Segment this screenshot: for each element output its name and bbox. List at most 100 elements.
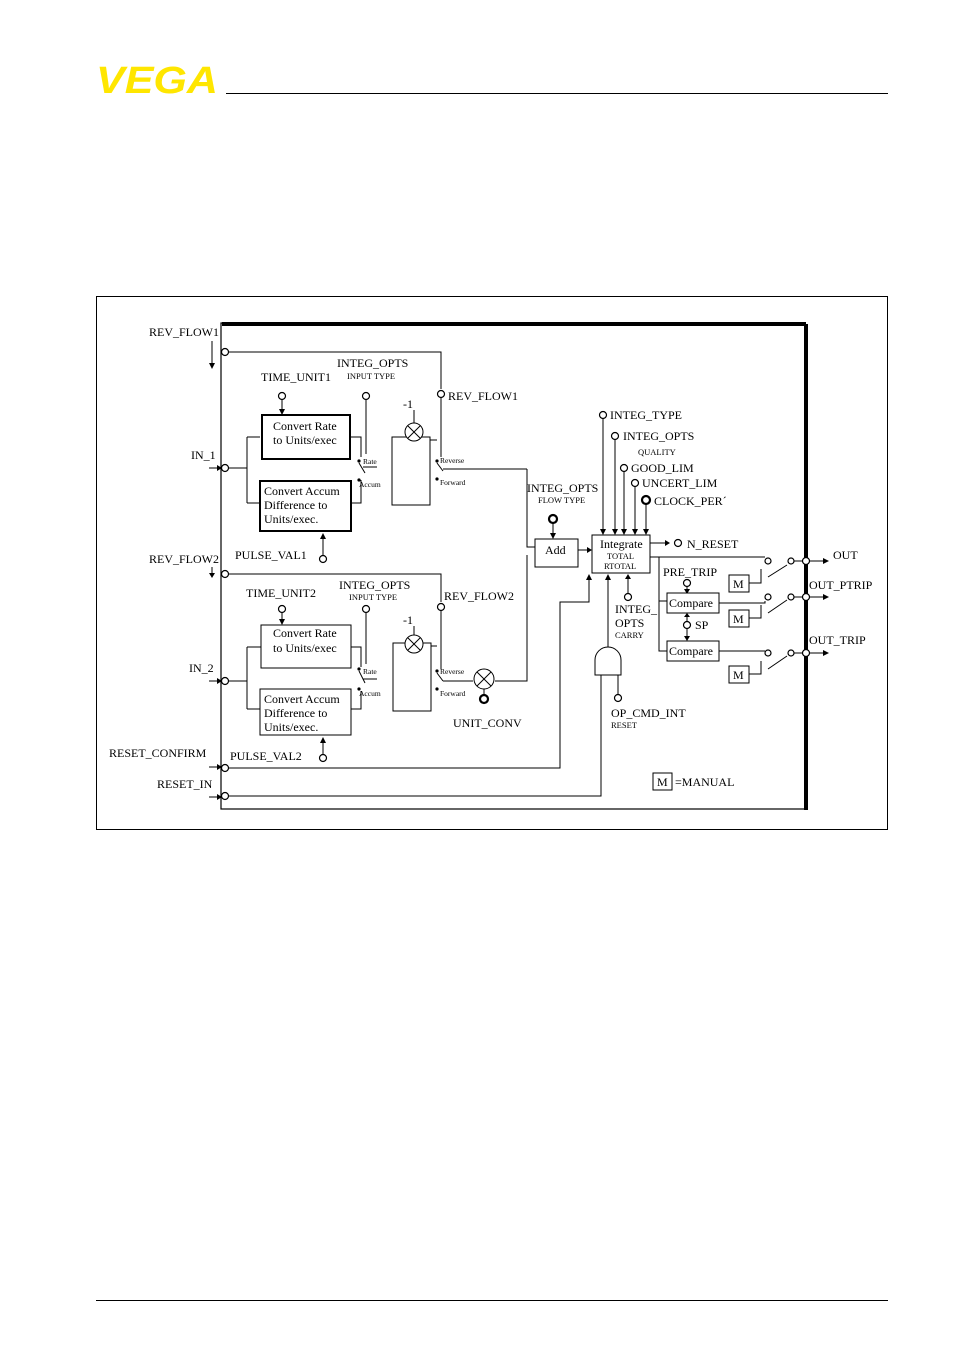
integ-opts-quality-label: INTEG_OPTS [623,429,694,443]
flow-type-label: FLOW TYPE [538,495,585,505]
pin-rev-flow2-inner [436,602,446,612]
convert-rate2-line2: to Units/exec [273,641,337,655]
manual-ptrip-label: M [733,612,744,626]
reset-or-gate [594,646,622,676]
minus-one-2-label: -1 [403,613,413,627]
switch2-forward-label: Forward [440,689,466,698]
header-rule [226,93,888,94]
good-lim-label: GOOD_LIM [631,461,694,475]
unit-conv-x-b [476,671,492,687]
pulse-val2-label: PULSE_VAL2 [230,749,302,763]
input-type-switch-2 [357,667,366,691]
pin-out-trip [801,648,811,658]
logo-text: VEGA [96,64,218,96]
convert-rate2-block [260,624,352,669]
pin-pulse-val1 [318,554,328,564]
pin-pulse-val2 [318,753,328,763]
pin-uncert-lim [630,478,640,488]
pin-out-ptrip [801,592,811,602]
switch2-reverse-label: Reverse [440,667,465,676]
out-label: OUT [833,548,858,562]
integ-type-arrow [600,529,606,535]
convert-accum1-line1: Convert Accum [264,484,340,498]
switch1-reverse-label: Reverse [440,456,465,465]
integ-opts-carry-label-a: INTEG_ [615,602,658,616]
rev-flow2-inner-label: REV_FLOW2 [444,589,514,603]
switch1-accum-label: Accum [359,480,381,489]
pin-op-cmd-int [613,693,623,703]
reverse-sub-block-1 [391,436,431,506]
convert-rate1-line2: to Units/exec [273,433,337,447]
manual-trip-label: M [733,668,744,682]
pulse-val1-label: PULSE_VAL1 [235,548,307,562]
quality-label: QUALITY [638,447,676,457]
pin-reset-in [220,791,230,801]
integ-opts-input1-label: INTEG_OPTS [337,356,408,370]
op-cmd-int-label: OP_CMD_INT [611,706,686,720]
reset-sub-label: RESET [611,720,638,730]
pin-rev-flow1-inner [436,389,446,399]
pin-n-reset [673,538,683,548]
block-diagram-frame: REV_FLOW1 IN_1 REV_FLOW2 IN_2 RESET_CONF… [96,296,888,830]
compare2-label: Compare [669,644,713,658]
convert-accum1-line3: Units/exec. [264,512,318,526]
integ-opts-input2-label: INTEG_OPTS [339,578,410,592]
sp-label: SP [695,618,709,632]
pin-integ-opts-input1 [361,391,371,401]
total-label: TOTAL [607,551,634,561]
compare1-out-wire [719,601,766,604]
multiplier-2-x-b [407,637,421,651]
n-reset-arrow [665,540,670,546]
pin-clock-per [640,494,652,506]
rtotal-label: RTOTAL [604,561,636,571]
integ-opts-flow-arrow [550,533,556,539]
time-unit1-arrow [279,409,285,415]
pin-in2 [220,676,230,686]
input-type1-label: INPUT TYPE [347,371,395,381]
vega-logo: VEGA [96,64,218,96]
pulse-val1-arrow [320,533,326,539]
input-reset-confirm-label: RESET_CONFIRM [109,746,207,760]
output-switches [749,556,802,675]
convert-accum1-line2: Difference to [264,498,327,512]
convert-rate2-line1: Convert Rate [273,626,337,640]
input-type2-label: INPUT TYPE [349,592,397,602]
reset-confirm-wire [228,579,590,769]
clock-per-label: CLOCK_PER´ [654,494,727,508]
pulse-val2-arrow [320,737,326,743]
n-reset-label: N_RESET [687,537,739,551]
good-lim-arrow [621,529,627,535]
pin-time-unit1 [277,391,287,401]
integrator-block-diagram: REV_FLOW1 IN_1 REV_FLOW2 IN_2 RESET_CONF… [109,322,873,810]
input-reset-in-label: RESET_IN [157,777,213,791]
input-in2-label: IN_2 [189,661,214,675]
pin-integ-opts-input2 [361,604,371,614]
pre-trip-label: PRE_TRIP [663,565,717,579]
integ-opts-carry-label-b: OPTS [615,616,644,630]
convert-accum2-line3: Units/exec. [264,720,318,734]
pin-sp [682,620,692,630]
integrate-label: Integrate [600,537,643,551]
reset-to-integrate-arrow [605,574,611,580]
time-unit1-label: TIME_UNIT1 [261,370,331,384]
pin-time-unit2 [277,604,287,614]
sp-up-arrow [684,613,690,617]
integrate-block [591,534,651,574]
add-block-label: Add [545,543,566,557]
integ-type-label: INTEG_TYPE [610,408,682,422]
convert-accum2-line2: Difference to [264,706,327,720]
pin-rev-flow2 [220,569,230,579]
pin-rev-flow1 [220,347,230,357]
pin-pre-trip [682,578,692,588]
carry-label: CARRY [615,630,644,640]
time-unit2-label: TIME_UNIT2 [246,586,316,600]
out-ptrip-label: OUT_PTRIP [809,578,873,592]
input-arrows [209,341,222,800]
footer-rule [96,1300,888,1301]
input-rev-flow2-label: REV_FLOW2 [149,552,219,566]
pre-trip-arrow [684,589,690,594]
pin-integ-opts-quality [610,431,620,441]
unit-conv-label: UNIT_CONV [453,716,522,730]
pin-integ-opts-carry [623,592,633,602]
integ-opts-quality-arrow [612,529,618,535]
